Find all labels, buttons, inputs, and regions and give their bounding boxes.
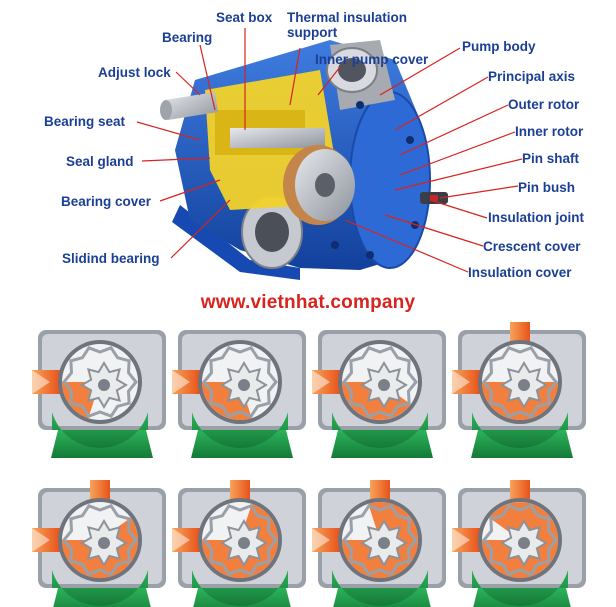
pump-frame-6	[172, 480, 306, 607]
label-pump-body: Pump body	[462, 39, 536, 54]
label-insulation-joint: Insulation joint	[488, 210, 584, 225]
label-seal-gland: Seal gland	[66, 154, 134, 169]
label-adjust-lock: Adjust lock	[98, 65, 171, 80]
pump-frame-1	[32, 330, 166, 458]
label-inner-pump-cover: Inner pump cover	[315, 52, 429, 67]
label-slidind-bearing: Slidind bearing	[62, 251, 160, 266]
pump-frame-3	[312, 330, 446, 458]
operation-sequence	[32, 322, 586, 607]
pump-frame-2	[172, 330, 306, 458]
label-insulation-cover: Insulation cover	[468, 265, 572, 280]
label-crescent-cover: Crescent cover	[483, 239, 581, 254]
label-bearing-seat: Bearing seat	[44, 114, 126, 129]
label-bearing: Bearing	[162, 30, 213, 45]
pump-frame-7	[312, 480, 446, 607]
pump-frame-5	[32, 480, 166, 607]
label-thermal-insulation-support: Thermal insulation support	[287, 10, 408, 40]
website-watermark: www.vietnhat.company	[200, 292, 416, 313]
label-seat-box: Seat box	[216, 10, 273, 25]
label-pin-bush: Pin bush	[518, 180, 575, 195]
label-bearing-cover: Bearing cover	[61, 194, 152, 209]
pump-frame-4	[452, 322, 586, 458]
label-principal-axis: Principal axis	[488, 69, 576, 84]
label-pin-shaft: Pin shaft	[522, 151, 580, 166]
leader-lines	[136, 28, 523, 273]
pump-frame-8	[452, 480, 586, 607]
label-inner-rotor: Inner rotor	[515, 124, 584, 139]
pump-cutaway	[160, 40, 448, 280]
label-outer-rotor: Outer rotor	[508, 97, 580, 112]
